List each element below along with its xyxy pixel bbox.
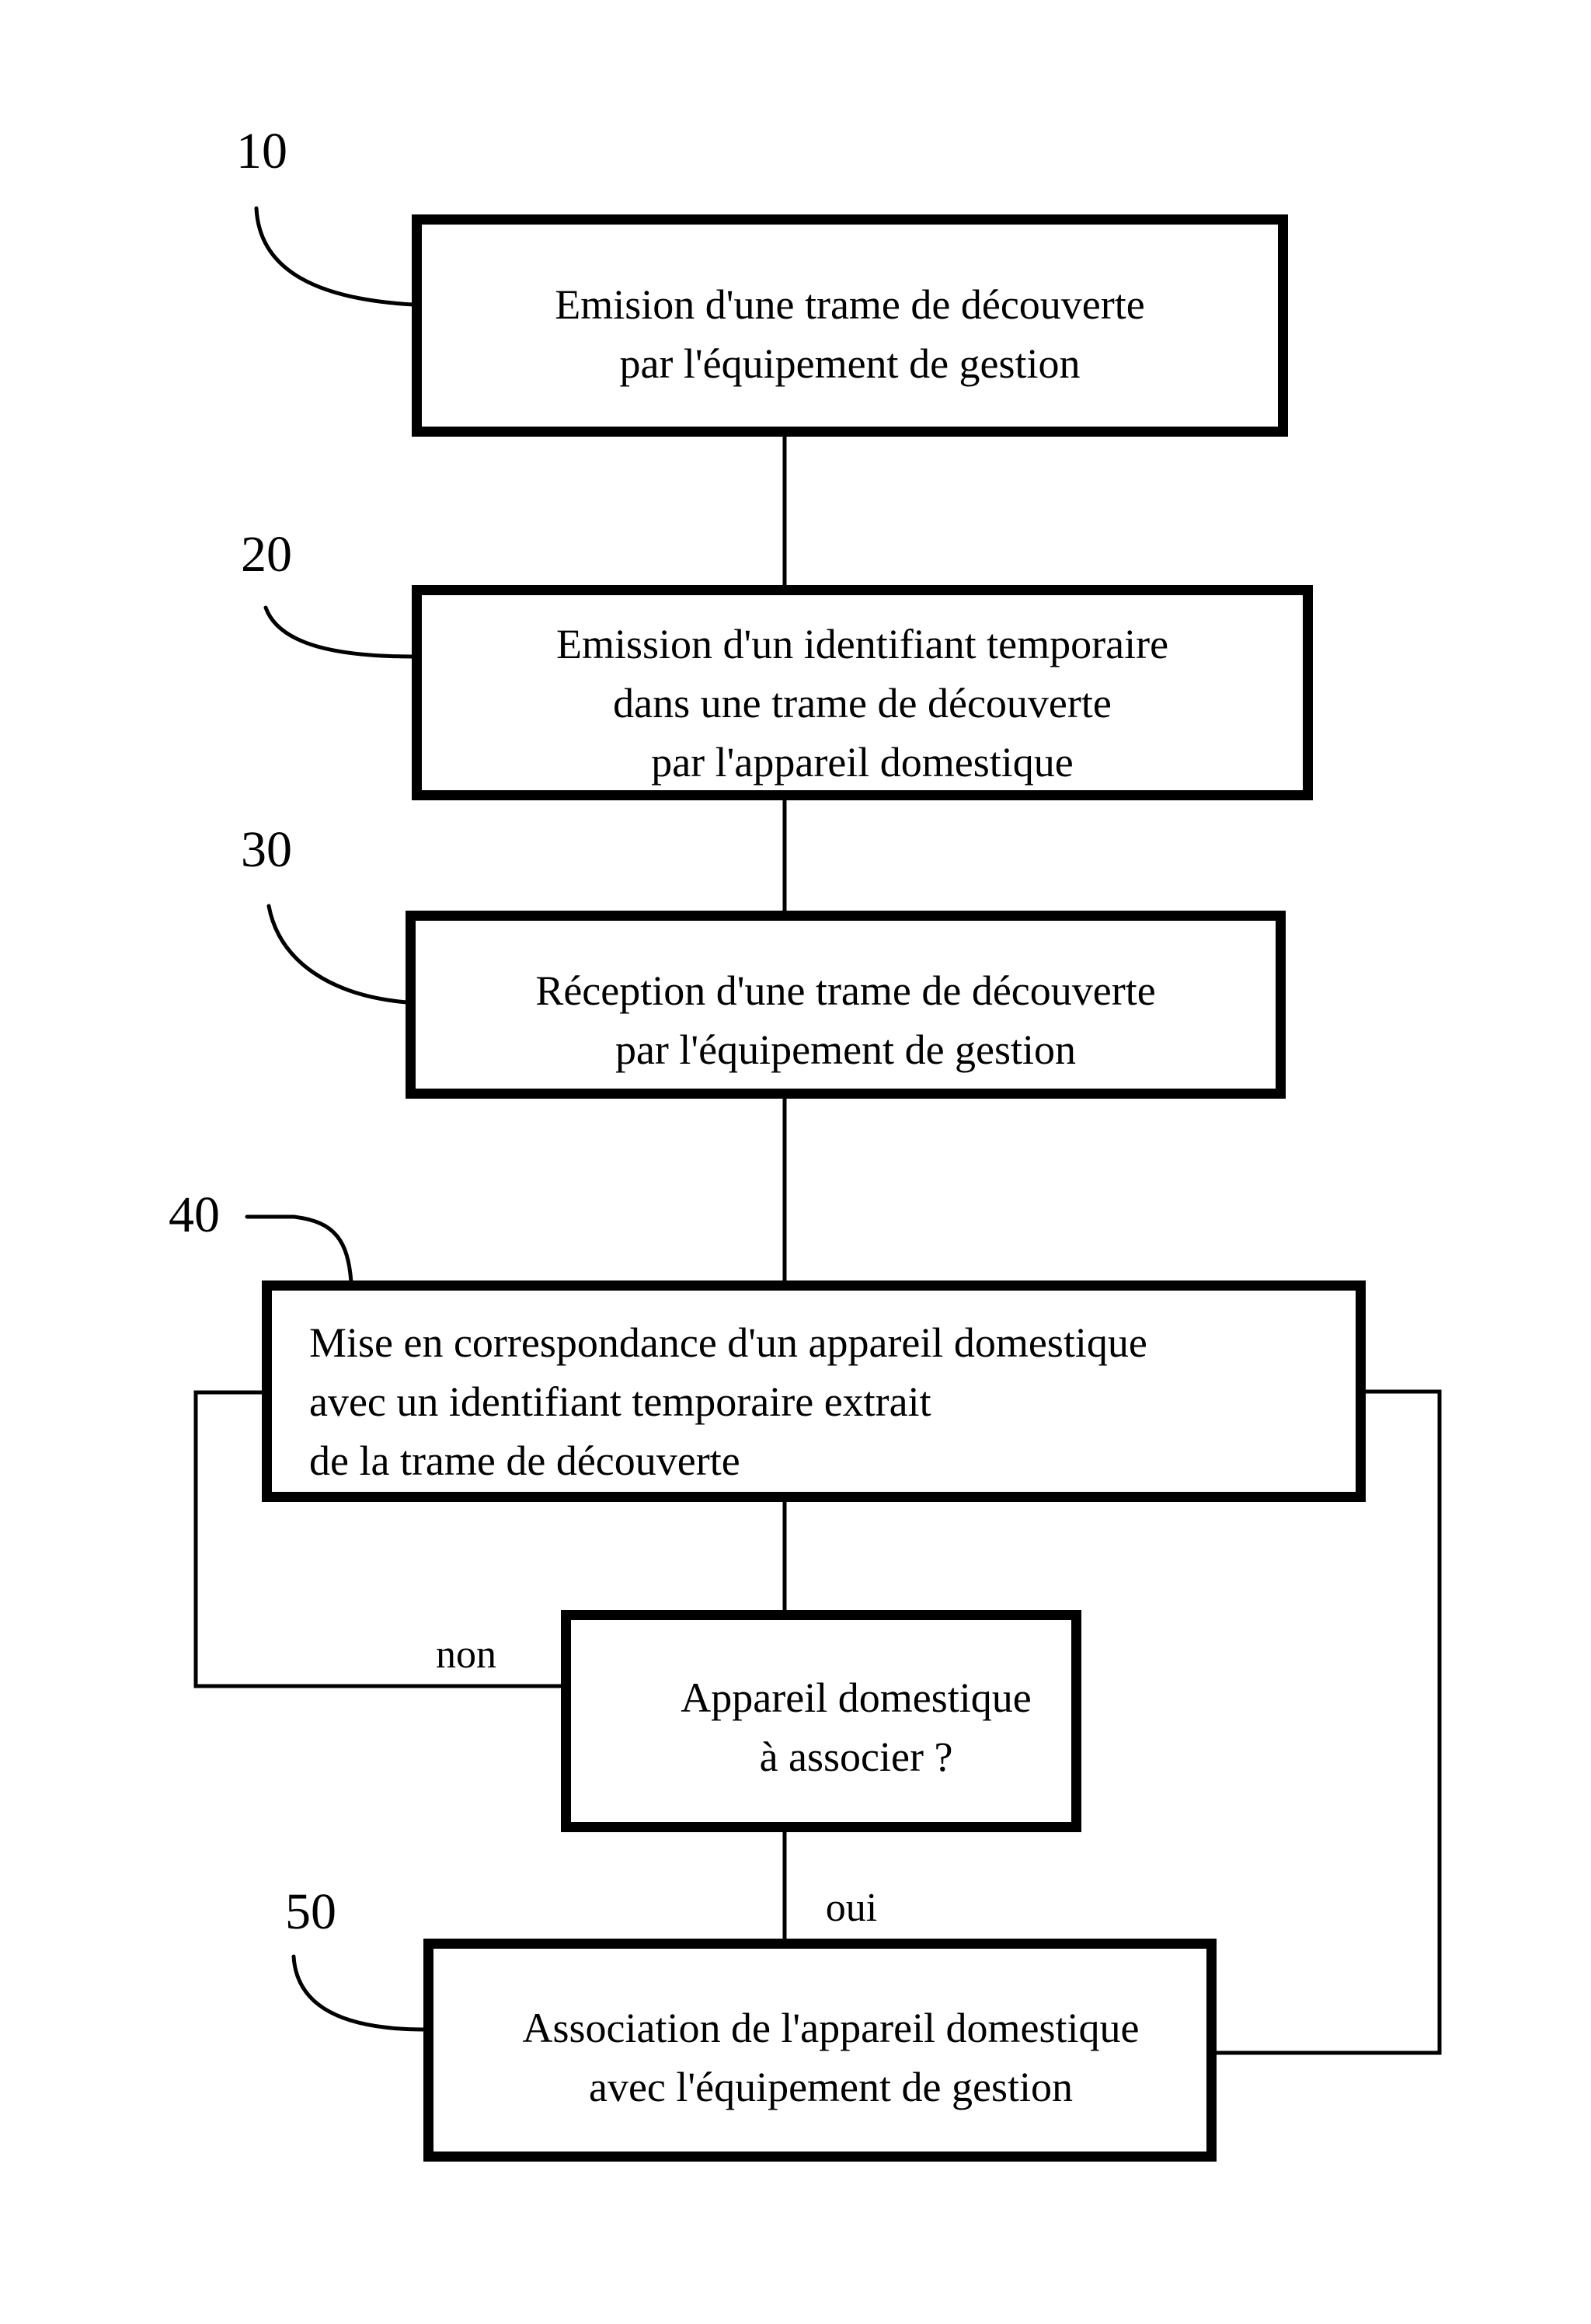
step-box-40: Mise en correspondance d'un appareil dom… [262,1280,1366,1502]
ref-label-50: 50 [285,1883,336,1940]
step-box-40-line-3: de la trame de découverte [309,1437,740,1484]
leader-line-50 [291,1954,427,2032]
box40-box50-right-connector [1215,1389,1442,2055]
ref-label-20: 20 [241,526,292,583]
non-loop-connector [193,1390,562,1688]
step-box-50-line-2: avec l'équipement de gestion [588,2063,1073,2110]
step-box-10-line-2: par l'équipement de gestion [619,340,1081,387]
branch-label-oui: oui [825,1886,878,1930]
leader-line-30 [266,904,409,1005]
leader-line-40 [245,1214,353,1284]
decision-box: Appareil domestique à associer ? [561,1610,1081,1832]
step-box-20-line-1: Emission d'un identifiant temporaire [555,620,1169,667]
step-box-30: Réception d'une trame de découverte par … [406,911,1286,1099]
step-box-30-line-1: Réception d'une trame de découverte [535,967,1156,1014]
leader-line-10 [254,206,416,307]
step-box-10-line-1: Emision d'une trame de découverte [555,281,1145,328]
step-box-40-line-1: Mise en correspondance d'un appareil dom… [309,1319,1147,1366]
ref-label-10: 10 [236,123,287,179]
step-box-20-line-3: par l'appareil domestique [651,738,1074,786]
decision-box-line-2: à associer ? [759,1733,953,1780]
step-box-20: Emission d'un identifiant temporaire dan… [412,585,1313,800]
leader-line-20 [263,605,416,659]
decision-box-line-1: Appareil domestique [681,1674,1032,1721]
step-box-50: Association de l'appareil domestique ave… [423,1939,1217,2162]
step-box-20-line-2: dans une trame de découverte [613,679,1112,726]
step-box-40-line-2: avec un identifiant temporaire extrait [309,1378,931,1425]
step-box-30-line-2: par l'équipement de gestion [614,1026,1077,1073]
ref-label-40: 40 [169,1186,220,1243]
branch-label-non: non [436,1632,496,1677]
step-box-10: Emision d'une trame de découverte par l'… [412,214,1288,437]
step-box-50-line-1: Association de l'appareil domestique [522,2004,1140,2051]
ref-label-30: 30 [241,821,292,878]
